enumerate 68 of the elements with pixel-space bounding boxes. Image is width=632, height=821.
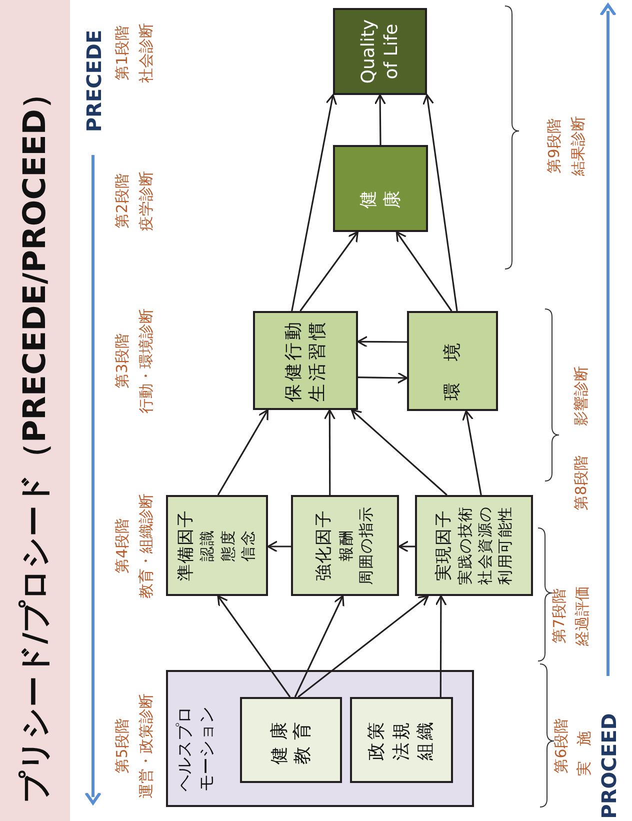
node-text: 法規 [390, 719, 413, 761]
node-text: 報酬 [336, 530, 356, 562]
stage-label: 影響診断 [572, 366, 591, 426]
node-text: 組織 [414, 719, 438, 761]
stage-label: 第9段階 [545, 118, 564, 174]
process-box [407, 311, 498, 411]
node-text: 社会資源の利用可能性 [476, 505, 515, 587]
process-box [350, 697, 453, 783]
arrow [358, 372, 408, 384]
stage-label: 運営・政策診断 [137, 694, 156, 798]
stage-label: 第3段階 [113, 334, 132, 388]
outcome-box [333, 8, 427, 95]
stage-label: 経過評価 [573, 586, 592, 646]
node-heading: 強化因子 [313, 510, 336, 582]
process-box [166, 495, 268, 596]
process-box [333, 145, 428, 232]
arrow [267, 540, 291, 552]
arrow [462, 410, 482, 496]
stage-label: 実施 [575, 716, 594, 776]
node-heading: ヘルスプロモーション [174, 706, 218, 794]
stage-label: 行動・環境診断 [137, 308, 156, 414]
arrow [374, 94, 386, 145]
node-text: 実践の技術 [456, 506, 475, 585]
stage-label: 結果診断 [569, 116, 588, 176]
node-text: 態度 [218, 530, 238, 562]
model-label: PRECEDE [82, 30, 106, 132]
stage-label: 第8段階 [572, 456, 591, 510]
group-box [166, 670, 474, 807]
process-box [240, 697, 342, 783]
arrow [357, 336, 407, 348]
arrow [300, 231, 358, 312]
node-heading: 健康 [357, 168, 404, 210]
arrow [324, 409, 336, 495]
arrow [217, 409, 268, 496]
node-text: 生活習慣 [306, 319, 329, 402]
node-heading: 保健行動 [282, 319, 305, 402]
node-heading: 環境 [440, 321, 464, 401]
stage-label: 疫学診断 [137, 171, 156, 231]
stage-label: 教育・組織診断 [137, 494, 156, 598]
arrow [291, 94, 338, 312]
node-heading: Quality of Life [356, 18, 403, 86]
arrow [350, 409, 448, 496]
node-heading: 政策 [365, 719, 388, 761]
node-heading: 健康教育 [268, 714, 314, 766]
title: プリシード/プロシード（PRECEDE/PROCEED） [16, 78, 54, 803]
stage-label: 第7段階 [550, 588, 569, 644]
process-box [291, 495, 399, 596]
node-heading: 準備因子 [175, 510, 198, 582]
stage-label: 第4段階 [113, 518, 132, 574]
stage-label: 第5段階 [113, 718, 132, 774]
arrow [217, 595, 291, 698]
node-text: 周囲の指示 [357, 506, 376, 585]
process-box [253, 311, 358, 410]
stage-label: 社会診断 [137, 23, 156, 83]
stage-label: 第2段階 [113, 174, 132, 228]
node-heading: 実現因子 [432, 510, 455, 582]
stage-label: 第1段階 [113, 26, 132, 80]
process-box [415, 495, 533, 596]
arrow [422, 94, 458, 312]
model-label: PROCEED [597, 713, 621, 819]
node-text: 信念 [239, 530, 258, 562]
arrow [398, 540, 415, 552]
stage-label: 第6段階 [552, 718, 571, 774]
arrow [396, 231, 452, 312]
arrow [298, 595, 429, 698]
node-text: 認識 [198, 530, 218, 562]
arrow [294, 595, 344, 698]
arrow [435, 595, 447, 697]
